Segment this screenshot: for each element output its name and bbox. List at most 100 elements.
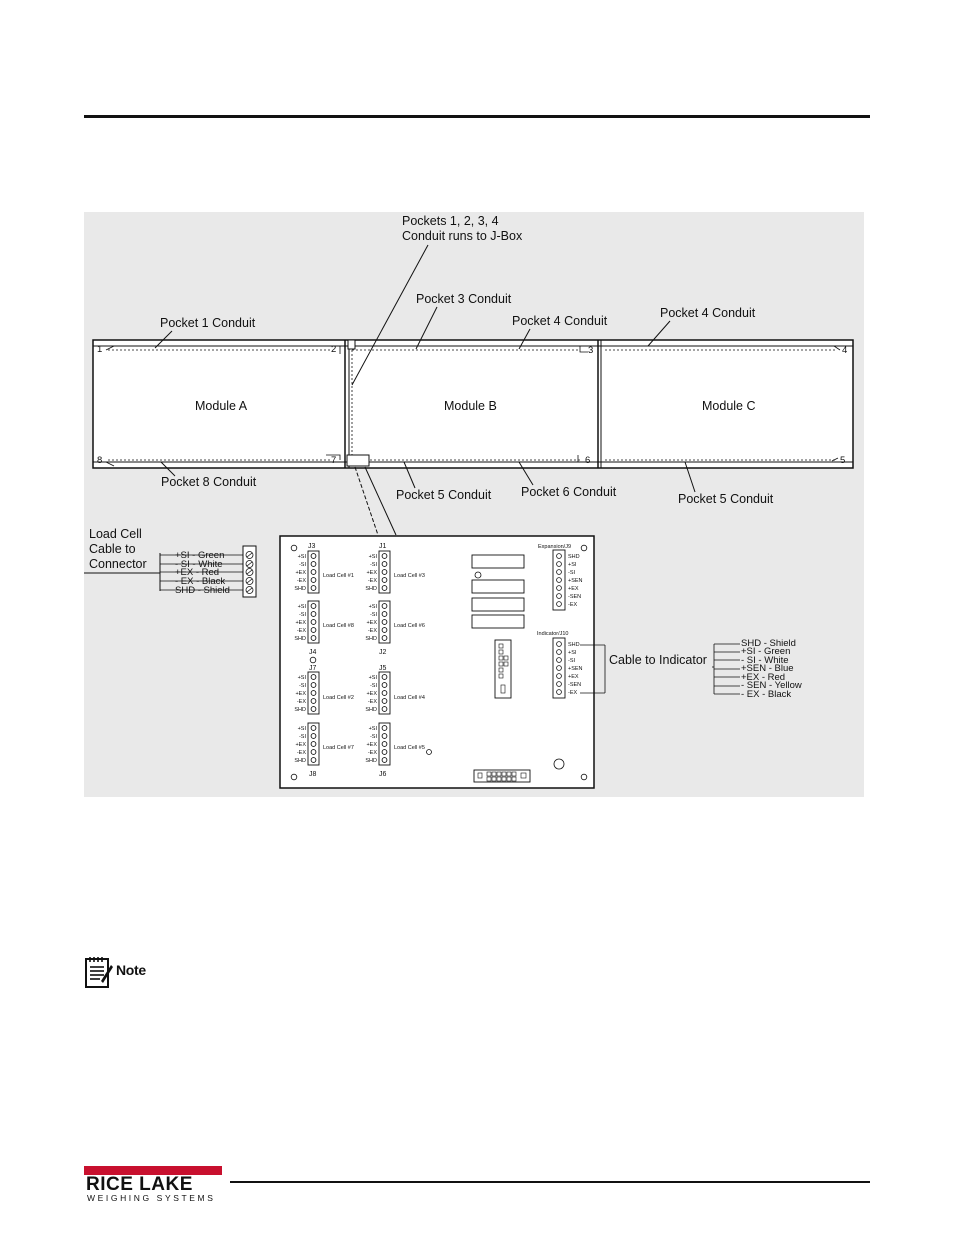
connector-pin — [556, 649, 562, 655]
pocket8-callout: Pocket 8 Conduit — [161, 475, 257, 489]
expansion-label: Expansion/J9 — [538, 544, 571, 550]
corner-2: 2 — [331, 344, 336, 355]
corner-markers: 1 2 3 4 8 7 6 5 — [97, 344, 847, 467]
connector-pin — [556, 689, 562, 695]
connector-pin-label: -SEN — [568, 594, 581, 600]
j1-label: J1 — [379, 543, 387, 550]
pin-label: +SI — [298, 726, 307, 732]
pin-label: +EX — [295, 742, 306, 748]
j8-label: J8 — [309, 771, 317, 778]
j5-label: J5 — [379, 665, 387, 672]
terminal-pin — [381, 674, 388, 680]
pin-label: -SI — [370, 612, 378, 618]
corner-1: 1 — [97, 344, 102, 355]
terminal-pin — [381, 585, 388, 591]
terminal-pin — [381, 690, 388, 696]
pockets-callout-line2: Conduit runs to J-Box — [402, 229, 523, 243]
connector-pin — [556, 681, 562, 687]
ind-wire-2: - SI - White — [741, 655, 789, 666]
corner-6: 6 — [585, 455, 590, 466]
pocket5b-callout: Pocket 5 Conduit — [396, 488, 492, 502]
corner-8: 8 — [97, 455, 102, 466]
terminal-pin — [381, 569, 388, 575]
lc4-label: Load Cell #4 — [394, 695, 425, 701]
terminal-pin — [381, 682, 388, 688]
pin-label: +SI — [369, 554, 378, 560]
pin-label: -SI — [370, 562, 378, 568]
terminal-pin — [310, 690, 317, 696]
connector-pin-label: -SI — [568, 658, 576, 664]
pin-label: +EX — [295, 570, 306, 576]
header-rule — [84, 115, 870, 118]
pin-label: SHD — [365, 707, 377, 713]
pin-label: SHD — [365, 758, 377, 764]
lc1-label: Load Cell #1 — [323, 573, 354, 579]
terminal-pin — [310, 561, 317, 567]
terminal-pin — [381, 577, 388, 583]
pin-label: -EX — [297, 578, 307, 584]
logo-bar — [84, 1166, 222, 1175]
lc-wire-2: +EX - Red — [175, 567, 219, 578]
module-a-label: Module A — [195, 399, 248, 413]
connector-pin — [556, 561, 562, 567]
terminal-pin — [310, 627, 317, 633]
pin-label: +SI — [369, 726, 378, 732]
pin-label: +SI — [369, 604, 378, 610]
pin-label: -EX — [297, 628, 307, 634]
pin-label: -SI — [370, 734, 378, 740]
terminal-pin — [310, 682, 317, 688]
terminal-pin — [381, 706, 388, 712]
terminal-pin — [381, 611, 388, 617]
pin-label: +SI — [298, 554, 307, 560]
terminal-pin — [381, 553, 388, 559]
lc5-label: Load Cell #5 — [394, 745, 425, 751]
lc7-label: Load Cell #7 — [323, 745, 354, 751]
lc-wire-4: SHD - Shield — [175, 585, 230, 596]
j2-label: J2 — [379, 649, 387, 656]
connector-pin-label: -SI — [568, 570, 576, 576]
connector-pin — [556, 601, 562, 607]
terminal-pin — [310, 741, 317, 747]
terminal-pin — [381, 627, 388, 633]
connector-pin-label: +EX — [568, 586, 579, 592]
module-b-label: Module B — [444, 399, 497, 413]
connector-pin-label: SHD — [568, 554, 580, 560]
pocket3-callout: Pocket 3 Conduit — [416, 292, 512, 306]
terminal-pin — [381, 725, 388, 731]
pin-label: -SI — [299, 683, 307, 689]
connector-pin — [556, 641, 562, 647]
ind-wire-1: +SI - Green — [741, 646, 790, 657]
connector-pin-label: +EX — [568, 674, 579, 680]
pin-label: SHD — [365, 586, 377, 592]
pin-label: -EX — [297, 750, 307, 756]
lc-wire-3: - EX - Black — [175, 576, 225, 587]
connector-pin — [556, 673, 562, 679]
connector-pin-label: SHD — [568, 642, 580, 648]
pin-label: -EX — [368, 628, 378, 634]
indicator-cable-label: Cable to Indicator — [609, 653, 707, 667]
terminal-pin — [310, 585, 317, 591]
terminal-pin — [381, 561, 388, 567]
terminal-pin — [381, 619, 388, 625]
connector-pin-label: -SEN — [568, 682, 581, 688]
pin-label: +EX — [366, 691, 377, 697]
connector-pin — [556, 665, 562, 671]
lc-wire-1: - SI - White — [175, 559, 223, 570]
pin-label: -EX — [368, 750, 378, 756]
pin-label: -SI — [299, 734, 307, 740]
pin-label: SHD — [365, 636, 377, 642]
terminal-pin — [310, 569, 317, 575]
terminal-pin — [310, 611, 317, 617]
terminal-pin — [310, 635, 317, 641]
pin-label: -SI — [370, 683, 378, 689]
terminal-pin — [381, 603, 388, 609]
pockets-callout-line1: Pockets 1, 2, 3, 4 — [402, 214, 499, 228]
ind-wire-0: SHD - Shield — [741, 638, 796, 649]
load-cell-connector: Load Cell Cable to Connector +SI - Green… — [84, 527, 257, 598]
terminal-pin — [310, 619, 317, 625]
ind-wire-6: - EX - Black — [741, 689, 791, 700]
indicator-label: Indicator/J10 — [537, 631, 569, 637]
pin-label: -EX — [297, 699, 307, 705]
pocket4c-callout: Pocket 4 Conduit — [660, 306, 756, 320]
